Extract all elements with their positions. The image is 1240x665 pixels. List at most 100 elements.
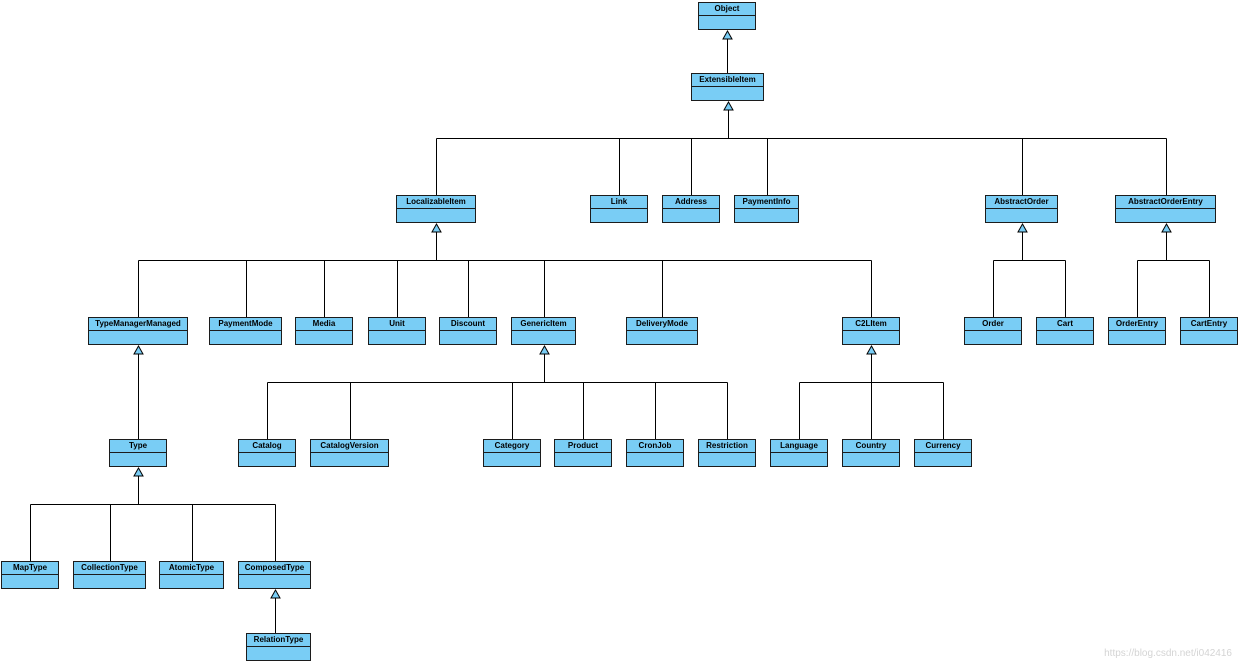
class-name: Media bbox=[312, 319, 336, 328]
class-name: Discount bbox=[450, 319, 486, 328]
class-box-product: Product bbox=[554, 439, 612, 467]
class-box-order: Order bbox=[964, 317, 1022, 345]
generalization-arrowhead bbox=[722, 29, 733, 40]
class-name: CartEntry bbox=[1190, 319, 1228, 328]
class-name: C2LItem bbox=[855, 319, 887, 328]
class-box-media: Media bbox=[295, 317, 353, 345]
class-box-restriction: Restriction bbox=[698, 439, 756, 467]
class-compartment-divider bbox=[627, 452, 683, 453]
class-compartment-divider bbox=[735, 208, 798, 209]
generalization-arrowhead bbox=[133, 466, 144, 477]
generalization-arrowhead bbox=[270, 588, 281, 599]
class-compartment-divider bbox=[369, 330, 425, 331]
class-name: Restriction bbox=[706, 441, 748, 450]
class-name: Catalog bbox=[252, 441, 282, 450]
class-compartment-divider bbox=[247, 646, 310, 647]
class-box-paymentinfo: PaymentInfo bbox=[734, 195, 799, 223]
class-box-category: Category bbox=[483, 439, 541, 467]
generalization-arrowhead bbox=[1161, 222, 1172, 233]
class-compartment-divider bbox=[1109, 330, 1165, 331]
class-compartment-divider bbox=[663, 208, 719, 209]
class-box-relationtype: RelationType bbox=[246, 633, 311, 661]
class-compartment-divider bbox=[1116, 208, 1215, 209]
class-box-abstractorderentry: AbstractOrderEntry bbox=[1115, 195, 1216, 223]
class-box-address: Address bbox=[662, 195, 720, 223]
class-compartment-divider bbox=[2, 574, 58, 575]
class-name: DeliveryMode bbox=[635, 319, 689, 328]
class-box-paymentmode: PaymentMode bbox=[209, 317, 282, 345]
class-name: Country bbox=[855, 441, 887, 450]
class-box-link: Link bbox=[590, 195, 648, 223]
class-compartment-divider bbox=[699, 452, 755, 453]
class-compartment-divider bbox=[160, 574, 223, 575]
class-compartment-divider bbox=[512, 330, 575, 331]
class-box-abstractorder: AbstractOrder bbox=[985, 195, 1058, 223]
class-name: ComposedType bbox=[244, 563, 305, 572]
class-compartment-divider bbox=[440, 330, 496, 331]
class-box-extensibleitem: ExtensibleItem bbox=[691, 73, 764, 101]
class-box-cart: Cart bbox=[1036, 317, 1094, 345]
class-compartment-divider bbox=[239, 574, 310, 575]
class-box-country: Country bbox=[842, 439, 900, 467]
class-compartment-divider bbox=[311, 452, 388, 453]
class-box-composedtype: ComposedType bbox=[238, 561, 311, 589]
class-name: Type bbox=[128, 441, 148, 450]
class-compartment-divider bbox=[210, 330, 281, 331]
generalization-arrowhead bbox=[866, 344, 877, 355]
generalization-arrowhead bbox=[539, 344, 550, 355]
class-box-localizableitem: LocalizableItem bbox=[396, 195, 476, 223]
class-name: AtomicType bbox=[168, 563, 215, 572]
class-compartment-divider bbox=[74, 574, 145, 575]
class-compartment-divider bbox=[843, 452, 899, 453]
class-box-typemanagermanaged: TypeManagerManaged bbox=[88, 317, 188, 345]
class-box-c2litem: C2LItem bbox=[842, 317, 900, 345]
class-name: Link bbox=[610, 197, 628, 206]
class-name: TypeManagerManaged bbox=[95, 319, 181, 328]
class-name: MapType bbox=[12, 563, 48, 572]
class-name: Order bbox=[982, 319, 1004, 328]
class-name: CatalogVersion bbox=[320, 441, 379, 450]
class-name: AbstractOrder bbox=[994, 197, 1049, 206]
class-compartment-divider bbox=[555, 452, 611, 453]
class-name: Category bbox=[494, 441, 530, 450]
class-compartment-divider bbox=[1037, 330, 1093, 331]
class-compartment-divider bbox=[692, 86, 763, 87]
generalization-arrowhead bbox=[723, 100, 734, 111]
class-compartment-divider bbox=[1181, 330, 1237, 331]
class-compartment-divider bbox=[484, 452, 540, 453]
class-name: LocalizableItem bbox=[406, 197, 466, 206]
class-name: Address bbox=[674, 197, 707, 206]
class-name: Unit bbox=[389, 319, 405, 328]
class-name: OrderEntry bbox=[1115, 319, 1159, 328]
class-name: CollectionType bbox=[81, 563, 138, 572]
class-compartment-divider bbox=[296, 330, 352, 331]
generalization-arrowhead bbox=[431, 222, 442, 233]
class-box-currency: Currency bbox=[914, 439, 972, 467]
generalization-arrowhead bbox=[1017, 222, 1028, 233]
class-compartment-divider bbox=[627, 330, 697, 331]
class-box-cronjob: CronJob bbox=[626, 439, 684, 467]
class-box-genericitem: GenericItem bbox=[511, 317, 576, 345]
class-name: CronJob bbox=[638, 441, 672, 450]
class-name: RelationType bbox=[253, 635, 304, 644]
class-box-orderentry: OrderEntry bbox=[1108, 317, 1166, 345]
class-name: PaymentMode bbox=[218, 319, 273, 328]
class-box-unit: Unit bbox=[368, 317, 426, 345]
class-compartment-divider bbox=[699, 15, 755, 16]
class-box-catalogversion: CatalogVersion bbox=[310, 439, 389, 467]
class-name: Currency bbox=[925, 441, 961, 450]
class-compartment-divider bbox=[591, 208, 647, 209]
class-box-language: Language bbox=[770, 439, 828, 467]
class-compartment-divider bbox=[915, 452, 971, 453]
class-compartment-divider bbox=[397, 208, 475, 209]
class-box-deliverymode: DeliveryMode bbox=[626, 317, 698, 345]
class-name: GenericItem bbox=[520, 319, 567, 328]
class-compartment-divider bbox=[771, 452, 827, 453]
class-compartment-divider bbox=[986, 208, 1057, 209]
class-box-cartentry: CartEntry bbox=[1180, 317, 1238, 345]
class-compartment-divider bbox=[843, 330, 899, 331]
class-box-atomictype: AtomicType bbox=[159, 561, 224, 589]
class-box-maptype: MapType bbox=[1, 561, 59, 589]
